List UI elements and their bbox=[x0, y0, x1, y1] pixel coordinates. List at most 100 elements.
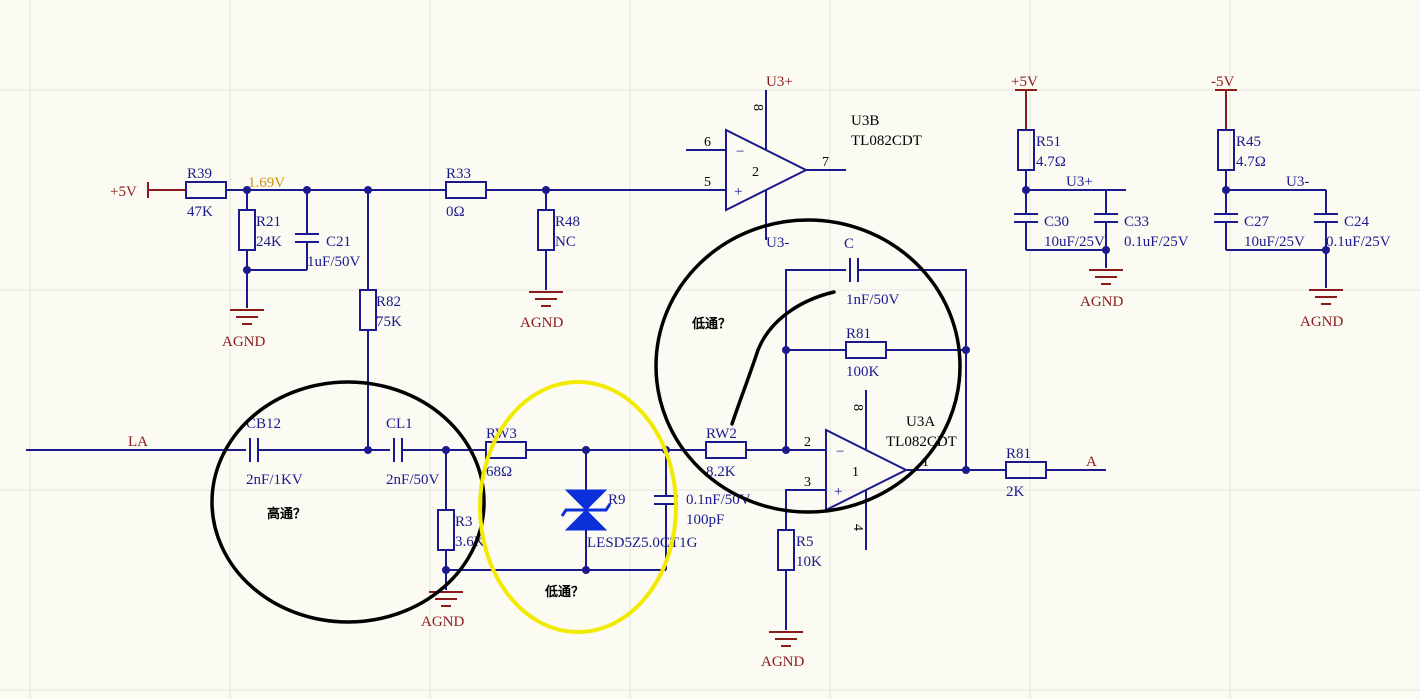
resistor-r81-output: R81 2K bbox=[1005, 446, 1047, 500]
value-r81-output: 2K bbox=[1006, 484, 1025, 500]
net-label-agnd: AGND bbox=[761, 654, 804, 670]
value-r81-feedback: 100K bbox=[846, 364, 880, 380]
resistor-rw3: RW3 68Ω bbox=[485, 426, 527, 480]
ref-r21: R21 bbox=[256, 214, 281, 230]
ref-r82: R82 bbox=[376, 294, 401, 310]
ground-agnd-6: AGND bbox=[761, 631, 804, 670]
capacitor-c21: C21 1uF/50V bbox=[247, 190, 361, 271]
resistor-rw2: RW2 8.2K bbox=[705, 426, 747, 480]
u3b-minus-sign: − bbox=[736, 144, 744, 160]
u3b-pin-6: 6 bbox=[704, 135, 711, 150]
ref-cb12: CB12 bbox=[246, 416, 281, 432]
lowpass-tvs-circle bbox=[478, 380, 678, 634]
u3a-pin-2: 2 bbox=[804, 435, 811, 450]
u3b-pin-8: 8 bbox=[750, 104, 765, 111]
ref-r81-feedback: R81 bbox=[846, 326, 871, 342]
value-c-feedback: 1nF/50V bbox=[846, 292, 900, 308]
value-cl1: 2nF/50V bbox=[386, 472, 440, 488]
value-c21: 1uF/50V bbox=[307, 254, 361, 270]
ref-c-feedback: C bbox=[844, 236, 854, 252]
value-c33: 0.1uF/25V bbox=[1124, 234, 1189, 250]
ref-r48: R48 bbox=[555, 214, 580, 230]
net-label-5v: +5V bbox=[110, 184, 137, 200]
u3a-pin-8: 8 bbox=[850, 404, 865, 411]
resistor-r5: R5 10K bbox=[777, 529, 822, 630]
u3a-unit: 1 bbox=[852, 465, 859, 480]
probe-voltage: 1.69V bbox=[248, 175, 285, 191]
net-label-la: LA bbox=[128, 434, 148, 450]
u3a-minus-sign: − bbox=[836, 444, 844, 460]
note-lowpass-feedback: 低通？ bbox=[691, 316, 731, 332]
net-label-agnd: AGND bbox=[1080, 294, 1123, 310]
ref-c30: C30 bbox=[1044, 214, 1069, 230]
capacitor-cb12: CB12 2nF/1KV bbox=[246, 416, 303, 488]
net-label-minus5v: -5V bbox=[1211, 74, 1234, 90]
ref-r3: R3 bbox=[455, 514, 473, 530]
capacitor-cl1: CL1 2nF/50V bbox=[386, 416, 440, 488]
net-label-a: A bbox=[1086, 454, 1097, 470]
resistor-r21: R21 24K bbox=[238, 190, 282, 308]
wire-feedback-top bbox=[858, 269, 967, 470]
value-r3: 3.6K bbox=[455, 534, 485, 550]
u3b-unit: 2 bbox=[752, 165, 759, 180]
value-r21: 24K bbox=[256, 234, 282, 250]
note-lowpass-tvs: 低通？ bbox=[544, 584, 584, 600]
net-label-agnd: AGND bbox=[222, 334, 265, 350]
u3a-pin-4: 4 bbox=[850, 524, 865, 531]
power-decoupling-negative: -5V R45 4.7Ω U3- C27 10uF/25V C24 0.1uF/… bbox=[1211, 74, 1391, 330]
wire-feedback-left bbox=[785, 269, 846, 450]
ref-r33: R33 bbox=[446, 166, 471, 182]
value-r39: 47K bbox=[187, 204, 213, 220]
ground-agnd-1: AGND bbox=[222, 309, 265, 350]
lowpass-feedback-circle bbox=[654, 218, 962, 514]
net-label-u3plus-right: U3+ bbox=[1066, 174, 1093, 190]
value-c30: 10uF/25V bbox=[1044, 234, 1105, 250]
ref-u3b: U3B bbox=[851, 113, 879, 129]
annotation-pointer-stroke bbox=[730, 290, 836, 426]
value-rw3: 68Ω bbox=[486, 464, 512, 480]
u3b-pin-5: 5 bbox=[704, 175, 711, 190]
value-c24: 0.1uF/25V bbox=[1326, 234, 1391, 250]
value-rw2: 8.2K bbox=[706, 464, 736, 480]
capacitor-c-feedback: C 1nF/50V bbox=[844, 236, 900, 308]
power-decoupling-positive: +5V R51 4.7Ω U3+ C30 10uF/25V C33 0.1uF/… bbox=[1011, 74, 1189, 310]
opamp-u3b: − + 2 6 5 7 8 U3+ U3- U3B TL082CDT bbox=[686, 74, 922, 251]
net-label-5v-right: +5V bbox=[1011, 74, 1038, 90]
value-r9: LESD5Z5.0CT1G bbox=[587, 535, 698, 551]
u3a-pin-3: 3 bbox=[804, 475, 811, 490]
resistor-r39: R39 47K bbox=[185, 166, 227, 220]
value-r48: NC bbox=[555, 234, 576, 250]
part-u3b: TL082CDT bbox=[851, 133, 922, 149]
value1-c-tvs: 0.1nF/50V bbox=[686, 492, 751, 508]
ref-c21: C21 bbox=[326, 234, 351, 250]
u3b-pin-7: 7 bbox=[822, 155, 829, 170]
ref-rw2: RW2 bbox=[706, 426, 737, 442]
ref-r81-output: R81 bbox=[1006, 446, 1031, 462]
ground-agnd-5: AGND bbox=[421, 591, 464, 630]
ref-rw3: RW3 bbox=[486, 426, 517, 442]
value-c27: 10uF/25V bbox=[1244, 234, 1305, 250]
net-label-u3plus: U3+ bbox=[766, 74, 793, 90]
power-port-5v-left: +5V bbox=[110, 182, 186, 200]
resistor-r81-feedback: R81 100K bbox=[845, 326, 887, 380]
ref-c24: C24 bbox=[1344, 214, 1370, 230]
u3a-plus-sign: + bbox=[834, 484, 842, 500]
ref-r39: R39 bbox=[187, 166, 212, 182]
net-label-agnd: AGND bbox=[421, 614, 464, 630]
resistor-r48: R48 NC bbox=[537, 190, 580, 290]
value-r33: 0Ω bbox=[446, 204, 465, 220]
part-u3a: TL082CDT bbox=[886, 434, 957, 450]
value-r45: 4.7Ω bbox=[1236, 154, 1266, 170]
value-r82: 75K bbox=[376, 314, 402, 330]
ground-agnd-2: AGND bbox=[520, 291, 563, 331]
u3a-pin-1: 1 bbox=[922, 455, 929, 470]
u3b-plus-sign: + bbox=[734, 184, 742, 200]
resistor-r82: R82 75K bbox=[359, 190, 402, 450]
ref-cl1: CL1 bbox=[386, 416, 413, 432]
net-label-u3minus-right: U3- bbox=[1286, 174, 1309, 190]
value-r5: 10K bbox=[796, 554, 822, 570]
ref-r9: R9 bbox=[608, 492, 626, 508]
value2-c-tvs: 100pF bbox=[686, 512, 724, 528]
net-label-agnd: AGND bbox=[520, 315, 563, 331]
